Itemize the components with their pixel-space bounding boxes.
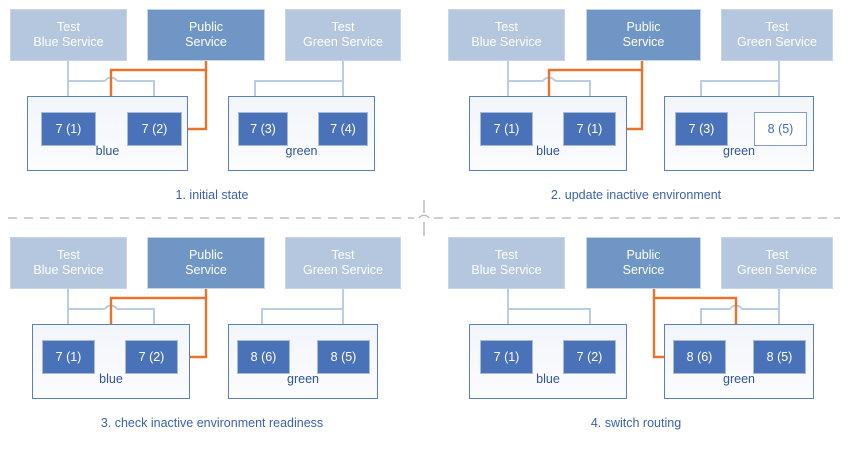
instance-box[interactable]: 7 (2): [127, 112, 182, 146]
service-test-blue-line2: Blue Service: [471, 35, 542, 49]
service-test-blue-line1: Test: [57, 20, 80, 34]
instance-box[interactable]: 7 (2): [563, 340, 616, 374]
service-test-green-line2: Green Service: [303, 35, 383, 49]
service-test-green-line1: Test: [331, 20, 355, 34]
service-test-green[interactable]: Test Green Service: [285, 9, 401, 61]
environment-green-label: green: [285, 144, 318, 158]
service-test-green[interactable]: Test Green Service: [285, 237, 401, 289]
service-test-green-line2: Green Service: [303, 263, 383, 277]
service-test-green[interactable]: Test Green Service: [721, 9, 833, 61]
service-test-green-line1: Test: [765, 248, 789, 262]
service-test-blue-line1: Test: [495, 248, 518, 262]
environment-blue-label: blue: [99, 372, 123, 386]
environment-green-label: green: [723, 372, 755, 386]
service-test-blue[interactable]: Test Blue Service: [448, 237, 565, 289]
service-test-blue-line1: Test: [495, 20, 518, 34]
service-public-line1: Public: [626, 248, 661, 262]
service-public[interactable]: Public Service: [147, 237, 265, 289]
instance-box[interactable]: 8 (5): [754, 112, 807, 146]
service-test-green[interactable]: Test Green Service: [721, 237, 833, 289]
instance-box[interactable]: 7 (3): [238, 112, 288, 146]
service-test-blue-line1: Test: [57, 248, 80, 262]
service-public-line1: Public: [188, 20, 224, 34]
service-test-blue-line2: Blue Service: [471, 263, 542, 277]
instance-box[interactable]: 7 (1): [480, 112, 533, 146]
environment-blue-label: blue: [536, 372, 560, 386]
panel-1-initial-state: Test Blue Service Public Service Test Gr…: [0, 0, 424, 228]
instance-box[interactable]: 8 (6): [673, 340, 726, 374]
service-public[interactable]: Public Service: [586, 9, 701, 61]
service-test-blue-line2: Blue Service: [33, 263, 104, 277]
service-test-blue[interactable]: Test Blue Service: [10, 237, 127, 289]
service-test-green-line1: Test: [331, 248, 355, 262]
service-test-green-line2: Green Service: [737, 263, 817, 277]
environment-blue-label: blue: [536, 144, 560, 158]
service-public-line2: Service: [622, 263, 665, 277]
service-public-line2: Service: [185, 263, 227, 277]
instance-box[interactable]: 7 (1): [41, 112, 96, 146]
panel-caption: 2. update inactive environment: [550, 188, 722, 202]
panel-caption: 1. initial state: [175, 188, 249, 202]
service-test-green-line1: Test: [765, 20, 789, 34]
service-test-blue-line2: Blue Service: [33, 35, 104, 49]
instance-box[interactable]: 7 (2): [125, 340, 178, 374]
instance-box[interactable]: 7 (1): [42, 340, 95, 374]
instance-box[interactable]: 8 (5): [753, 340, 806, 374]
service-public-line2: Service: [622, 35, 665, 49]
instance-box[interactable]: 8 (6): [237, 340, 290, 374]
service-public-line1: Public: [626, 20, 661, 34]
service-test-blue[interactable]: Test Blue Service: [10, 9, 127, 61]
panel-3-check-inactive-environment-readiness: Test Blue Service Public Service Test Gr…: [0, 228, 424, 456]
panel-caption: 4. switch routing: [590, 416, 682, 430]
panel-4-switch-routing: Test Blue Service Public Service Test Gr…: [424, 228, 848, 456]
environment-green-label: green: [287, 372, 319, 386]
service-public[interactable]: Public Service: [586, 237, 701, 289]
service-test-blue[interactable]: Test Blue Service: [448, 9, 565, 61]
service-public-line1: Public: [188, 248, 224, 262]
service-public-line2: Service: [185, 35, 227, 49]
panel-2-update-inactive-environment: Test Blue Service Public Service Test Gr…: [424, 0, 848, 228]
panel-caption: 3. check inactive environment readiness: [100, 416, 324, 430]
environment-green-label: green: [723, 144, 755, 158]
instance-box[interactable]: 7 (4): [318, 112, 368, 146]
service-test-green-line2: Green Service: [737, 35, 817, 49]
service-public[interactable]: Public Service: [147, 9, 265, 61]
instance-box[interactable]: 7 (3): [675, 112, 728, 146]
instance-box[interactable]: 8 (5): [317, 340, 370, 374]
instance-box[interactable]: 7 (1): [480, 340, 533, 374]
environment-blue-label: blue: [95, 144, 120, 158]
instance-box[interactable]: 7 (1): [563, 112, 616, 146]
